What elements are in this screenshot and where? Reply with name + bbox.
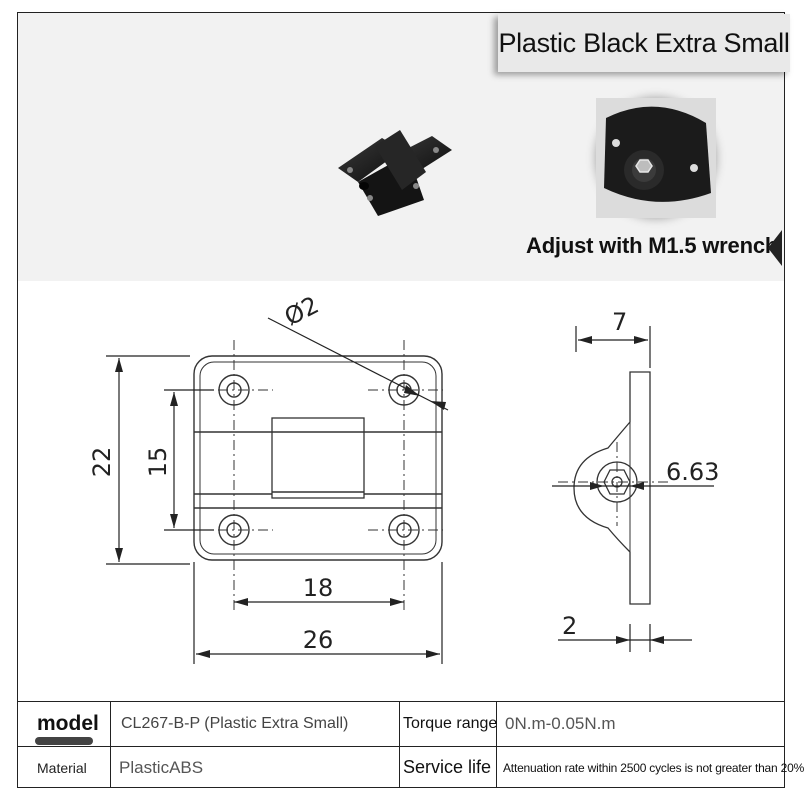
service-life-label: Service life xyxy=(403,757,492,777)
dim-hex-size: 6.63 xyxy=(666,458,719,486)
dim-width-holes: 18 xyxy=(303,574,334,602)
hex-socket-closeup xyxy=(596,98,716,218)
dim-plate-thickness: 2 xyxy=(562,612,577,640)
product-title: Plastic Black Extra Small xyxy=(498,27,790,58)
hinge-product-image xyxy=(338,130,452,216)
torque-value: 0N.m-0.05N.m xyxy=(505,714,616,733)
wrench-caption: Adjust with M1.5 wrench xyxy=(526,233,779,258)
caption-marker xyxy=(768,230,782,266)
dim-height-holes: 15 xyxy=(144,447,172,478)
product-title-bar: Plastic Black Extra Small xyxy=(498,14,790,72)
dim-side-thickness: 7 xyxy=(612,308,627,336)
model-label-highlight xyxy=(35,737,93,745)
material-value: PlasticABS xyxy=(119,757,204,777)
spec-table: model CL267-B-P (Plastic Extra Small) To… xyxy=(17,701,804,788)
dim-height-total: 22 xyxy=(88,447,116,478)
model-label: model xyxy=(37,712,99,735)
wrench-detail-image xyxy=(596,98,716,218)
dim-hole-diameter: Ø2 xyxy=(280,291,323,331)
model-value: CL267-B-P (Plastic Extra Small) xyxy=(121,715,349,732)
hinge-front-outline xyxy=(193,355,443,561)
technical-drawing: Ø2 22 15 18 26 7 6.63 2 xyxy=(88,291,719,664)
material-label: Material xyxy=(37,759,87,776)
dim-width-total: 26 xyxy=(303,626,334,654)
outer-frame xyxy=(17,12,785,788)
service-life-value: Attenuation rate within 2500 cycles is n… xyxy=(503,760,804,775)
torque-label: Torque range xyxy=(403,715,498,732)
